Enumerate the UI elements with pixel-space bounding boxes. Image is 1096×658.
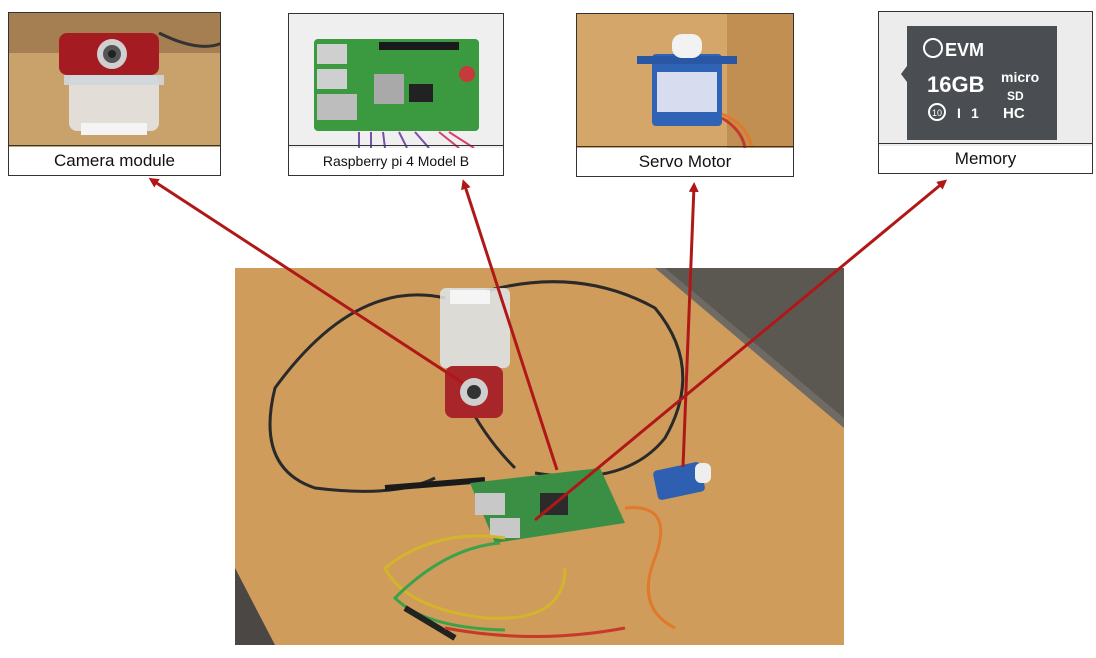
raspberry-pi-photo bbox=[289, 14, 503, 148]
arrow-to-camera bbox=[148, 177, 464, 385]
arrow-to-memory bbox=[534, 179, 948, 522]
component-card-raspberry-pi: Raspberry pi 4 Model B bbox=[288, 13, 504, 176]
arrow-to-servo bbox=[681, 182, 699, 468]
svg-text:SD: SD bbox=[1007, 89, 1024, 103]
servo-motor-label: Servo Motor bbox=[577, 146, 793, 176]
memory-card-photo: EVM 16GB micro SD HC 10 I 1 bbox=[879, 12, 1092, 146]
camera-module-label: Camera module bbox=[9, 145, 220, 175]
servo-motor-photo bbox=[577, 14, 793, 148]
svg-text:I: I bbox=[957, 105, 961, 121]
component-card-camera: Camera module bbox=[8, 12, 221, 176]
camera-module-photo bbox=[9, 13, 220, 147]
svg-text:HC: HC bbox=[1003, 105, 1025, 122]
component-card-servo: Servo Motor bbox=[576, 13, 794, 177]
svg-text:micro: micro bbox=[1001, 69, 1039, 85]
svg-text:10: 10 bbox=[932, 108, 942, 118]
memory-label: Memory bbox=[879, 143, 1092, 173]
svg-text:1: 1 bbox=[971, 105, 979, 121]
component-card-memory: EVM 16GB micro SD HC 10 I 1 Memory bbox=[878, 11, 1093, 174]
arrow-to-raspberry-pi bbox=[461, 179, 559, 471]
svg-text:EVM: EVM bbox=[945, 40, 984, 60]
assembled-setup-photo bbox=[235, 268, 844, 645]
raspberry-pi-label: Raspberry pi 4 Model B bbox=[289, 145, 503, 175]
svg-text:16GB: 16GB bbox=[927, 72, 984, 97]
